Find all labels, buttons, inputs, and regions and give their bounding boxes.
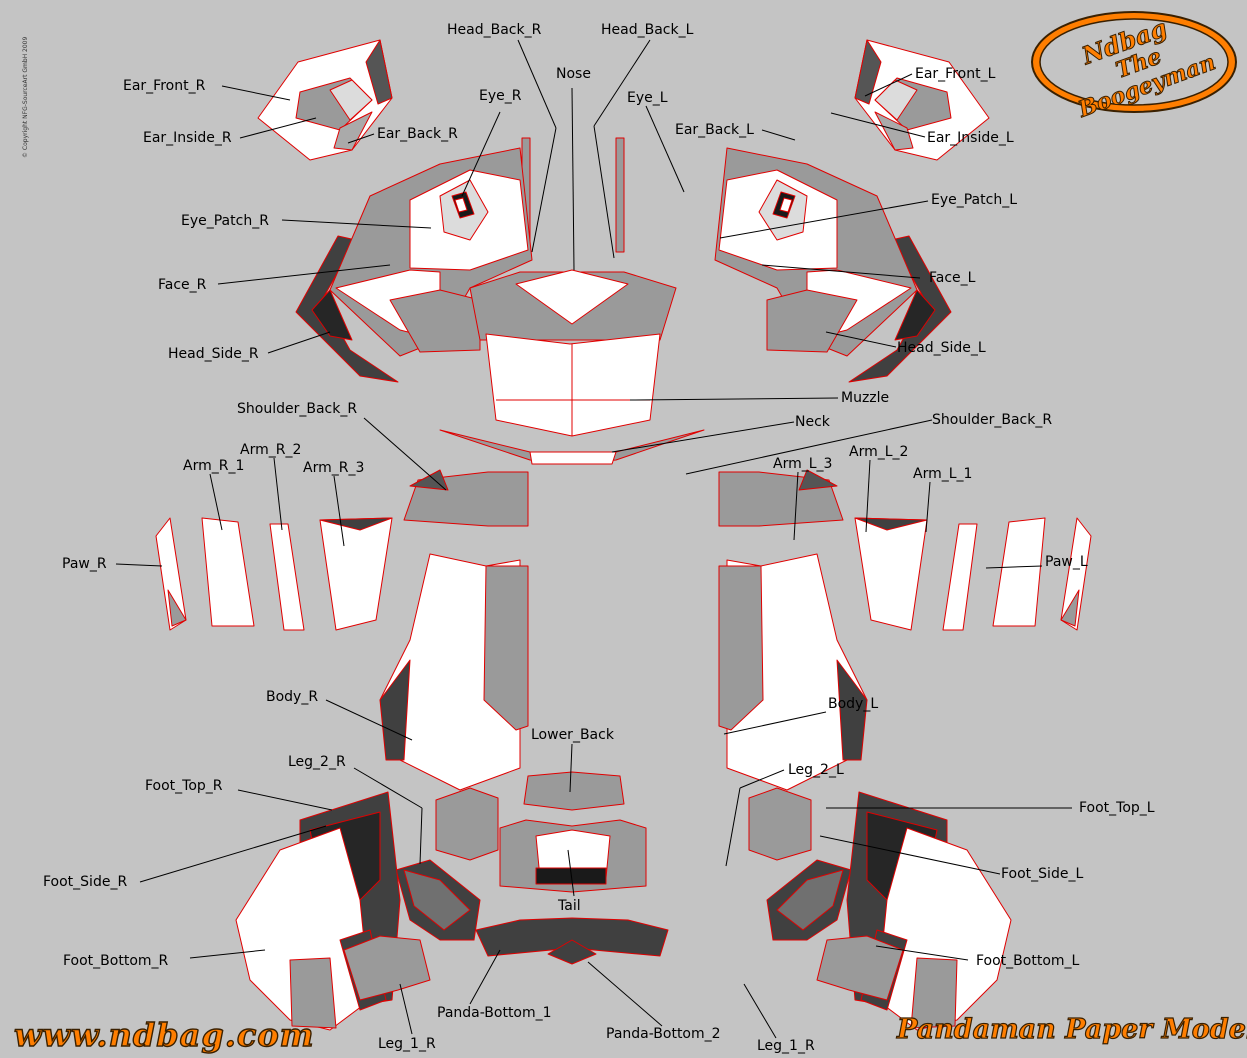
footer-title: Pandaman Paper Model [896, 1013, 1247, 1045]
label-leg-1-r-second: Leg_1_R [757, 1038, 815, 1054]
website-link[interactable]: www.ndbag.com [13, 1015, 315, 1054]
label-eye-patch-r: Eye_Patch_R [181, 213, 269, 229]
label-arm-r-2: Arm_R_2 [240, 442, 302, 458]
label-ear-back-r: Ear_Back_R [377, 126, 458, 142]
ear-r-pieces [257, 39, 393, 161]
label-foot-top-l: Foot_Top_L [1079, 800, 1155, 816]
label-eye-patch-l: Eye_Patch_L [931, 192, 1017, 208]
label-eye-l: Eye_L [627, 90, 668, 106]
label-arm-r-3: Arm_R_3 [303, 460, 365, 476]
label-foot-bottom-r: Foot_Bottom_R [63, 953, 169, 969]
label-ear-back-l: Ear_Back_L [675, 122, 754, 138]
label-paw-r: Paw_R [62, 556, 107, 572]
label-leg-2-l: Leg_2_L [788, 762, 844, 778]
label-muzzle: Muzzle [841, 390, 890, 406]
label-leg-2-r: Leg_2_R [288, 754, 346, 770]
label-head-back-l: Head_Back_L [601, 22, 694, 38]
label-leg-1-r: Leg_1_R [378, 1036, 436, 1052]
ear-l-pieces [854, 39, 990, 161]
label-foot-side-l: Foot_Side_L [1001, 866, 1084, 882]
label-tail: Tail [558, 898, 581, 914]
label-face-l: Face_L [929, 270, 976, 286]
label-body-r: Body_R [266, 689, 319, 705]
label-ear-front-r: Ear_Front_R [123, 78, 206, 94]
label-face-r: Face_R [158, 277, 207, 293]
label-eye-r: Eye_R [479, 88, 522, 104]
label-lower-back: Lower_Back [531, 727, 614, 743]
label-nose: Nose [556, 66, 591, 82]
label-head-side-l: Head_Side_L [897, 340, 986, 356]
label-shoulder-back-r: Shoulder_Back_R [237, 401, 358, 417]
label-panda-bottom-2: Panda-Bottom_2 [606, 1026, 721, 1042]
label-head-back-r: Head_Back_R [447, 22, 542, 38]
label-ear-inside-r: Ear_Inside_R [143, 130, 232, 146]
label-shoulder-back-r2: Shoulder_Back_R [932, 412, 1053, 428]
ndbag-logo: Ndbag The Boogeyman [1028, 6, 1240, 124]
label-arm-l-3: Arm_L_3 [773, 456, 833, 472]
label-arm-l-2: Arm_L_2 [849, 444, 909, 460]
label-arm-r-1: Arm_R_1 [183, 458, 245, 474]
label-paw-l: Paw_L [1045, 554, 1088, 570]
label-foot-bottom-l: Foot_Bottom_L [976, 953, 1080, 969]
label-foot-side-r: Foot_Side_R [43, 874, 128, 890]
label-arm-l-1: Arm_L_1 [913, 466, 973, 482]
label-head-side-r: Head_Side_R [168, 346, 259, 362]
label-ear-inside-l: Ear_Inside_L [927, 130, 1014, 146]
label-neck: Neck [795, 414, 830, 430]
label-panda-bottom-1: Panda-Bottom_1 [437, 1005, 552, 1021]
label-body-l: Body_L [828, 696, 879, 712]
label-ear-front-l: Ear_Front_L [915, 66, 996, 82]
label-foot-top-r: Foot_Top_R [145, 778, 223, 794]
